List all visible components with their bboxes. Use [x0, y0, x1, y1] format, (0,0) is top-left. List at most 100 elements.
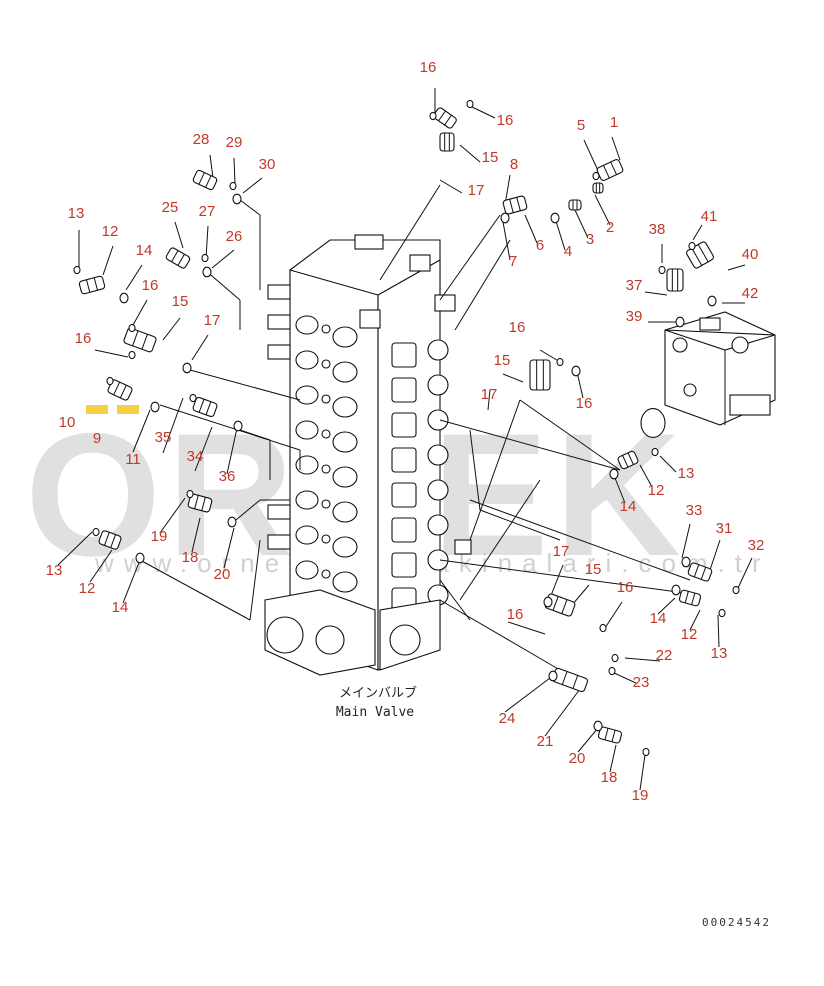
- leader-line: [439, 419, 621, 471]
- o-ring-part: [135, 552, 145, 564]
- drawing-code: 00024542: [702, 916, 771, 929]
- leader-line: [504, 677, 551, 713]
- callout-8: 8: [510, 156, 518, 173]
- fitting-part: [617, 450, 639, 470]
- callout-14d: 14: [650, 610, 667, 627]
- callout-34: 34: [187, 448, 204, 465]
- o-ring-part: [671, 584, 681, 596]
- o-ring-part: [150, 401, 160, 413]
- callout-16f: 16: [576, 395, 593, 412]
- leader-line: [162, 397, 184, 454]
- leader-line: [459, 144, 481, 163]
- leader-line: [459, 479, 541, 601]
- callout-38: 38: [649, 221, 666, 238]
- callout-21: 21: [537, 733, 554, 750]
- fitting-part: [596, 159, 624, 181]
- o-ring-part: [548, 670, 558, 682]
- callout-4: 4: [564, 243, 572, 260]
- o-ring-part: [186, 489, 194, 499]
- leader-line: [639, 464, 653, 488]
- callout-6: 6: [536, 237, 544, 254]
- leader-line: [502, 221, 511, 261]
- leader-line: [577, 727, 599, 753]
- spool-cap: [391, 447, 417, 473]
- callout-11: 11: [125, 451, 141, 468]
- o-ring-part: [571, 365, 581, 377]
- leader-lines: [57, 88, 753, 791]
- bore: [321, 499, 331, 509]
- callout-16h: 16: [507, 606, 524, 623]
- bore: [295, 420, 319, 440]
- o-ring-part: [550, 212, 560, 224]
- bore: [295, 350, 319, 370]
- leader-line: [454, 239, 511, 331]
- callout-39: 39: [626, 308, 643, 325]
- o-ring-part: [543, 596, 553, 608]
- fitting-part: [592, 182, 604, 194]
- leader-line: [604, 601, 623, 629]
- fitting-part: [502, 195, 528, 215]
- callout-2: 2: [606, 219, 614, 236]
- leader-line: [226, 427, 238, 475]
- o-ring-part: [128, 323, 136, 333]
- leader-line: [191, 334, 209, 361]
- leader-line: [439, 579, 471, 621]
- callout-28: 28: [193, 131, 210, 148]
- bore: [321, 359, 331, 369]
- callout-36: 36: [219, 468, 236, 485]
- callout-14b: 14: [112, 599, 129, 616]
- bore: [295, 525, 319, 545]
- o-ring-part: [466, 99, 474, 109]
- auxiliary-valve-block: [664, 311, 776, 426]
- leader-line: [125, 264, 143, 291]
- o-ring-part: [119, 292, 129, 304]
- o-ring-part: [556, 357, 564, 367]
- o-ring-part: [182, 362, 192, 374]
- callout-26: 26: [226, 228, 243, 245]
- leader-line: [469, 499, 691, 581]
- leader-line: [194, 426, 213, 472]
- leader-line: [204, 269, 241, 301]
- leader-line: [94, 349, 129, 358]
- leader-line: [554, 217, 566, 251]
- callout-5: 5: [577, 117, 585, 134]
- spool-cap: [427, 549, 449, 571]
- callout-30: 30: [259, 156, 276, 173]
- callout-17c: 17: [481, 386, 498, 403]
- bore: [332, 536, 358, 558]
- leader-line: [519, 399, 621, 471]
- o-ring-part: [611, 653, 619, 663]
- leader-line: [379, 184, 441, 281]
- spool-cap: [427, 339, 449, 361]
- leader-line: [717, 614, 720, 648]
- callout-15a: 15: [482, 149, 499, 166]
- leader-line: [681, 523, 691, 559]
- o-ring-part: [232, 193, 242, 205]
- callout-10: 10: [59, 414, 76, 431]
- callout-15c: 15: [494, 352, 511, 369]
- o-ring-part: [73, 265, 81, 275]
- bore: [295, 490, 319, 510]
- o-ring-part: [609, 468, 619, 480]
- bore: [332, 571, 358, 593]
- fitting-part: [666, 268, 684, 292]
- leader-line: [132, 299, 148, 326]
- bore: [332, 431, 358, 453]
- leader-line: [191, 517, 201, 553]
- leader-line: [469, 429, 481, 511]
- callout-1: 1: [610, 114, 618, 131]
- callout-42: 42: [742, 285, 759, 302]
- callout-37: 37: [626, 277, 643, 294]
- callout-18b: 18: [601, 769, 618, 786]
- o-ring-part: [128, 350, 136, 360]
- leader-line: [689, 609, 701, 631]
- leader-line: [594, 194, 611, 226]
- leader-line: [644, 291, 668, 296]
- callout-27: 27: [199, 203, 216, 220]
- o-ring-part: [202, 266, 212, 278]
- watermark-accent-right: [117, 405, 139, 414]
- small-parts: [73, 99, 740, 757]
- bore: [295, 385, 319, 405]
- o-ring-part: [429, 111, 437, 121]
